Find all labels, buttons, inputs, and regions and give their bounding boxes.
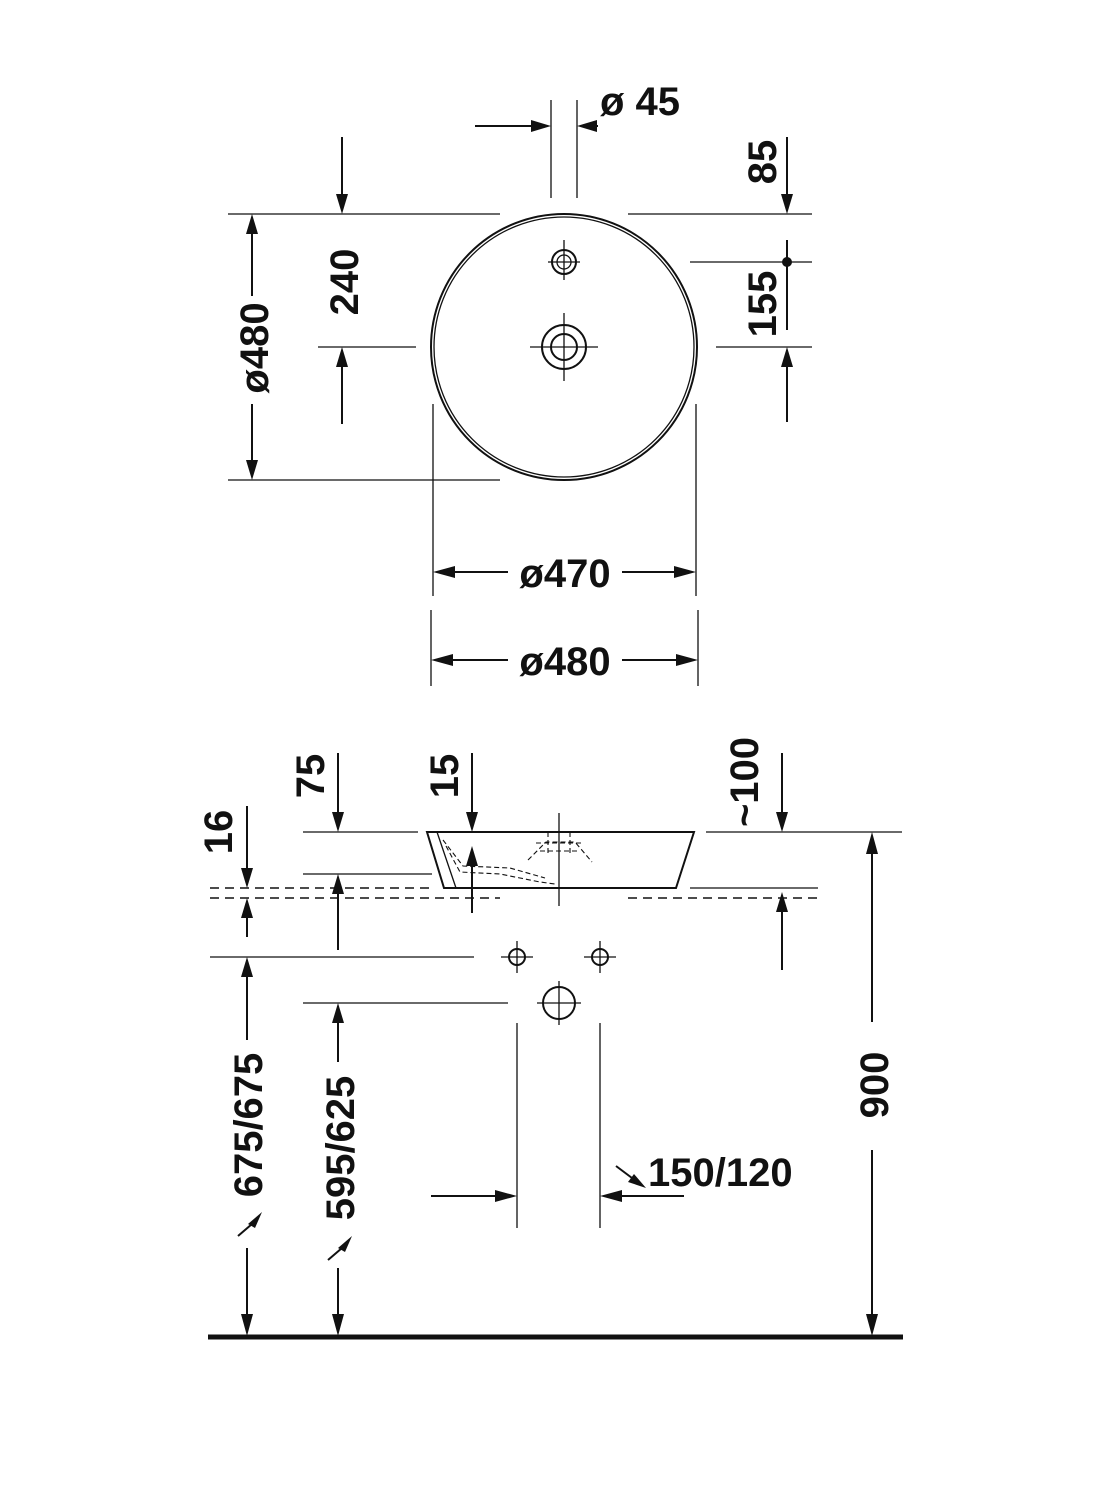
slab-thickness-label: 16 <box>197 810 241 855</box>
supply-spacing-label: 150/120 <box>648 1151 793 1195</box>
dimension-supply-spacing: 150/120 <box>431 1151 793 1202</box>
tap-offset-top-label: 85 <box>741 140 785 185</box>
dimension-tap-offset-top: 85 <box>628 137 812 215</box>
supply-valve-right-symbol <box>584 941 616 973</box>
waste-offset-from-tap-label: 155 <box>741 271 785 338</box>
basin-inner-circle <box>433 216 695 478</box>
dimension-inner-width-diameter: ø470 <box>432 404 697 596</box>
dimension-supply-height: 675/675 <box>227 957 271 1336</box>
dimension-waste-offset-from-top: 240 <box>228 137 500 424</box>
basin-profile <box>425 813 696 906</box>
supply-height-label: 675/675 <box>227 1053 271 1198</box>
dimension-overflow-height: 15 <box>423 753 478 913</box>
waste-offset-from-top-label: 240 <box>323 249 367 316</box>
supply-valve-left-symbol <box>501 941 533 973</box>
dimension-rim-height: 75 <box>289 753 344 950</box>
countertop-dashed-lines <box>210 887 818 899</box>
total-height-label: 900 <box>853 1052 897 1119</box>
projection-label: ~100 <box>723 737 767 827</box>
dimension-waste-height: 595/625 <box>319 1003 363 1336</box>
outer-width-diameter-label: ø480 <box>519 640 610 684</box>
dimension-total-height: 900 <box>853 832 897 1336</box>
basin-outer-circle <box>430 213 698 481</box>
arrow-icon <box>628 1174 646 1188</box>
tap-hole-diameter-label: ø 45 <box>600 80 680 124</box>
dimension-outer-depth-diameter: ø480 <box>228 214 500 481</box>
outer-depth-diameter-label: ø480 <box>233 302 277 393</box>
inner-width-diameter-label: ø470 <box>519 552 610 596</box>
dimension-waste-offset-from-tap: 155 <box>690 240 812 422</box>
side-view: 75 15 ~100 16 <box>197 737 903 1340</box>
overflow-height-label: 15 <box>423 754 467 799</box>
tap-hole-symbol <box>548 240 580 280</box>
top-view: ø 45 85 155 240 <box>228 80 812 686</box>
rim-height-label: 75 <box>289 754 333 799</box>
dimension-slab-thickness: 16 <box>197 806 253 937</box>
waste-outlet-symbol <box>537 981 581 1025</box>
waste-height-label: 595/625 <box>319 1076 363 1221</box>
dimension-outer-width-diameter: ø480 <box>430 610 699 686</box>
dimension-projection: ~100 <box>723 737 788 970</box>
dimension-tap-hole-diameter: ø 45 <box>475 80 680 198</box>
waste-hole-symbol <box>530 313 598 381</box>
